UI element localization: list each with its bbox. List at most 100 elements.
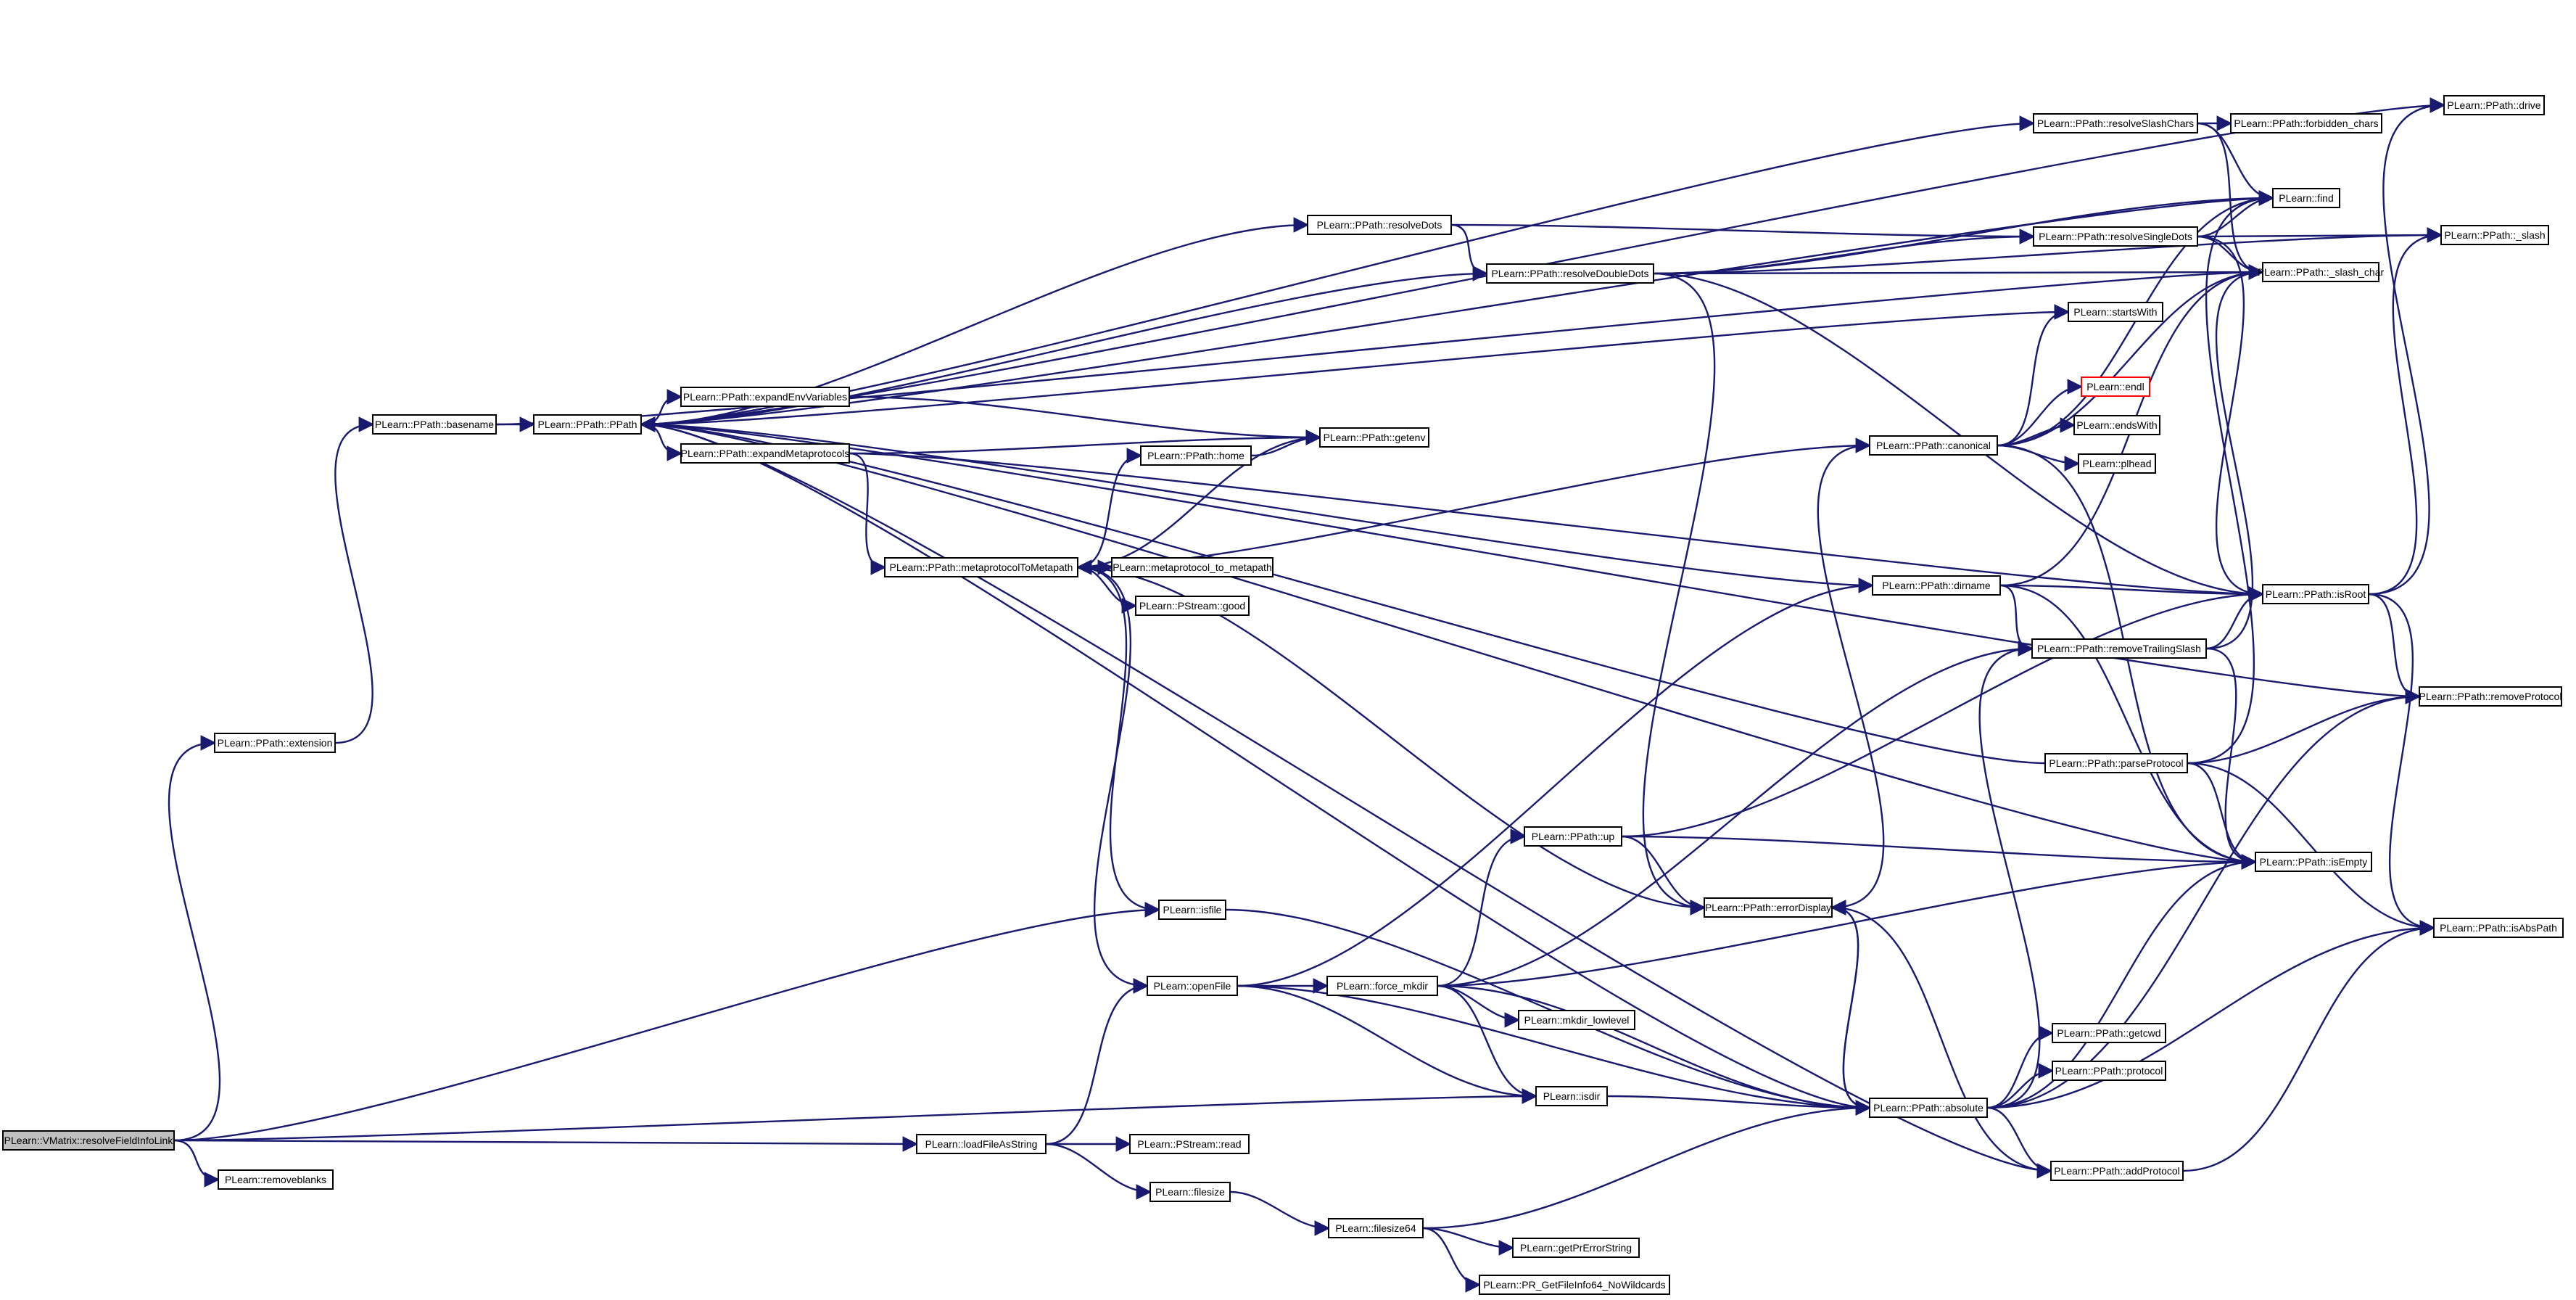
node-PPath[interactable]: PLearn::PPath::PPath bbox=[533, 414, 642, 435]
node-removeblanks[interactable]: PLearn::removeblanks bbox=[218, 1169, 334, 1190]
node-filesize64[interactable]: PLearn::filesize64 bbox=[1328, 1218, 1424, 1238]
node-box-canonical[interactable] bbox=[1869, 435, 1998, 456]
node-good[interactable]: PLearn::PStream::good bbox=[1135, 596, 1250, 616]
node-box-force_mkdir[interactable] bbox=[1326, 976, 1438, 996]
node-addProtocol[interactable]: PLearn::PPath::addProtocol bbox=[2050, 1161, 2184, 1181]
node-box-getcwd[interactable] bbox=[2052, 1023, 2166, 1043]
node-box-filesize[interactable] bbox=[1149, 1182, 1231, 1202]
node-getcwd[interactable]: PLearn::PPath::getcwd bbox=[2052, 1023, 2166, 1043]
node-box-resolveFieldInfoLink[interactable] bbox=[2, 1130, 175, 1151]
node-box-isEmpty[interactable] bbox=[2255, 852, 2372, 872]
node-mkdir_lowlevel[interactable]: PLearn::mkdir_lowlevel bbox=[1518, 1010, 1635, 1030]
node-isfile[interactable]: PLearn::isfile bbox=[1158, 900, 1226, 920]
node-box-resolveDots[interactable] bbox=[1307, 215, 1452, 235]
node-endl[interactable]: PLearn::endl bbox=[2081, 377, 2150, 397]
node-box-removeblanks[interactable] bbox=[218, 1169, 334, 1190]
node-errorDisplay[interactable]: PLearn::PPath::errorDisplay bbox=[1704, 897, 1833, 918]
node-box-dirname[interactable] bbox=[1872, 575, 2001, 596]
node-box-isfile[interactable] bbox=[1158, 900, 1226, 920]
node-basename[interactable]: PLearn::PPath::basename bbox=[372, 414, 497, 435]
node-box-loadFileAsString[interactable] bbox=[916, 1134, 1046, 1154]
node-box-addProtocol[interactable] bbox=[2050, 1161, 2184, 1181]
node-box-resolveDoubleDots[interactable] bbox=[1486, 263, 1654, 284]
node-up[interactable]: PLearn::PPath::up bbox=[1524, 826, 1622, 847]
node-box-expandEnvVariables[interactable] bbox=[680, 387, 850, 407]
node-box-plhead[interactable] bbox=[2078, 453, 2156, 474]
node-forbidden_chars[interactable]: PLearn::PPath::forbidden_chars bbox=[2230, 113, 2382, 133]
node-box-startsWith[interactable] bbox=[2068, 302, 2163, 322]
node-expandMetaprotocols[interactable]: PLearn::PPath::expandMetaprotocols bbox=[680, 443, 850, 464]
node-box-drive[interactable] bbox=[2443, 95, 2545, 115]
node-resolveDoubleDots[interactable]: PLearn::PPath::resolveDoubleDots bbox=[1486, 263, 1654, 284]
node-box-metaprotocol_to_metapath[interactable] bbox=[1111, 557, 1273, 577]
node-plhead[interactable]: PLearn::plhead bbox=[2078, 453, 2156, 474]
node-box-mkdir_lowlevel[interactable] bbox=[1518, 1010, 1635, 1030]
node-box-endsWith[interactable] bbox=[2073, 415, 2160, 435]
node-removeProtocol[interactable]: PLearn::PPath::removeProtocol bbox=[2419, 686, 2562, 707]
node-box-metaprotocolToMetapath[interactable] bbox=[884, 557, 1078, 577]
node-resolveSingleDots[interactable]: PLearn::PPath::resolveSingleDots bbox=[2033, 226, 2198, 247]
node-box-read[interactable] bbox=[1129, 1134, 1250, 1154]
node-box-getPrErrorString[interactable] bbox=[1512, 1238, 1640, 1258]
node-box-extension[interactable] bbox=[214, 733, 336, 753]
node-box-removeTrailingSlash[interactable] bbox=[2031, 638, 2207, 659]
node-read[interactable]: PLearn::PStream::read bbox=[1129, 1134, 1250, 1154]
node-box-basename[interactable] bbox=[372, 414, 497, 435]
node-box-up[interactable] bbox=[1524, 826, 1622, 847]
node-box-isdir[interactable] bbox=[1535, 1086, 1608, 1106]
node-isAbsPath[interactable]: PLearn::PPath::isAbsPath bbox=[2433, 918, 2564, 938]
node-box-openFile[interactable] bbox=[1147, 976, 1238, 996]
node-box-isRoot[interactable] bbox=[2262, 584, 2369, 604]
node-box-resolveSingleDots[interactable] bbox=[2033, 226, 2198, 247]
node-getPrErrorString[interactable]: PLearn::getPrErrorString bbox=[1512, 1238, 1640, 1258]
node-box-resolveSlashChars[interactable] bbox=[2033, 113, 2198, 133]
node-filesize[interactable]: PLearn::filesize bbox=[1149, 1182, 1231, 1202]
node-box-endl[interactable] bbox=[2081, 377, 2150, 397]
node-drive[interactable]: PLearn::PPath::drive bbox=[2443, 95, 2545, 115]
node-resolveDots[interactable]: PLearn::PPath::resolveDots bbox=[1307, 215, 1452, 235]
node-parseProtocol[interactable]: PLearn::PPath::parseProtocol bbox=[2044, 753, 2188, 773]
node-force_mkdir[interactable]: PLearn::force_mkdir bbox=[1326, 976, 1438, 996]
node-metaprotocol_to_metapath[interactable]: PLearn::metaprotocol_to_metapath bbox=[1111, 557, 1273, 577]
node-expandEnvVariables[interactable]: PLearn::PPath::expandEnvVariables bbox=[680, 387, 850, 407]
node-resolveFieldInfoLink[interactable]: PLearn::VMatrix::resolveFieldInfoLink bbox=[2, 1130, 175, 1151]
node-box-forbidden_chars[interactable] bbox=[2230, 113, 2382, 133]
node-box-PPath[interactable] bbox=[533, 414, 642, 435]
node-removeTrailingSlash[interactable]: PLearn::PPath::removeTrailingSlash bbox=[2031, 638, 2207, 659]
node-box-home[interactable] bbox=[1140, 445, 1252, 466]
node-box-expandMetaprotocols[interactable] bbox=[680, 443, 850, 464]
node-isdir[interactable]: PLearn::isdir bbox=[1535, 1086, 1608, 1106]
node-canonical[interactable]: PLearn::PPath::canonical bbox=[1869, 435, 1998, 456]
node-isRoot[interactable]: PLearn::PPath::isRoot bbox=[2262, 584, 2369, 604]
node-box-slash[interactable] bbox=[2440, 225, 2549, 245]
node-protocol[interactable]: PLearn::PPath::protocol bbox=[2052, 1061, 2166, 1081]
node-extension[interactable]: PLearn::PPath::extension bbox=[214, 733, 336, 753]
node-endsWith[interactable]: PLearn::endsWith bbox=[2073, 415, 2160, 435]
node-slash_char[interactable]: PLearn::PPath::_slash_char bbox=[2258, 262, 2385, 282]
node-box-slash_char[interactable] bbox=[2262, 262, 2379, 282]
node-slash[interactable]: PLearn::PPath::_slash bbox=[2440, 225, 2549, 245]
node-resolveSlashChars[interactable]: PLearn::PPath::resolveSlashChars bbox=[2033, 113, 2198, 133]
node-getenv[interactable]: PLearn::PPath::getenv bbox=[1319, 427, 1429, 448]
node-box-parseProtocol[interactable] bbox=[2044, 753, 2188, 773]
node-metaprotocolToMetapath[interactable]: PLearn::PPath::metaprotocolToMetapath bbox=[884, 557, 1078, 577]
node-box-isAbsPath[interactable] bbox=[2433, 918, 2564, 938]
node-box-errorDisplay[interactable] bbox=[1704, 897, 1833, 918]
node-box-getenv[interactable] bbox=[1319, 427, 1429, 448]
node-box-good[interactable] bbox=[1135, 596, 1250, 616]
node-absolute[interactable]: PLearn::PPath::absolute bbox=[1869, 1098, 1988, 1118]
node-box-find[interactable] bbox=[2272, 188, 2340, 208]
node-dirname[interactable]: PLearn::PPath::dirname bbox=[1872, 575, 2001, 596]
node-box-removeProtocol[interactable] bbox=[2419, 686, 2562, 707]
node-loadFileAsString[interactable]: PLearn::loadFileAsString bbox=[916, 1134, 1046, 1154]
node-home[interactable]: PLearn::PPath::home bbox=[1140, 445, 1252, 466]
node-box-PR_GetFileInfo64[interactable] bbox=[1479, 1275, 1670, 1295]
node-PR_GetFileInfo64[interactable]: PLearn::PR_GetFileInfo64_NoWildcards bbox=[1479, 1275, 1670, 1295]
node-find[interactable]: PLearn::find bbox=[2272, 188, 2340, 208]
node-box-filesize64[interactable] bbox=[1328, 1218, 1424, 1238]
node-startsWith[interactable]: PLearn::startsWith bbox=[2068, 302, 2163, 322]
node-isEmpty[interactable]: PLearn::PPath::isEmpty bbox=[2255, 852, 2372, 872]
node-box-protocol[interactable] bbox=[2052, 1061, 2166, 1081]
node-box-absolute[interactable] bbox=[1869, 1098, 1988, 1118]
node-openFile[interactable]: PLearn::openFile bbox=[1147, 976, 1238, 996]
